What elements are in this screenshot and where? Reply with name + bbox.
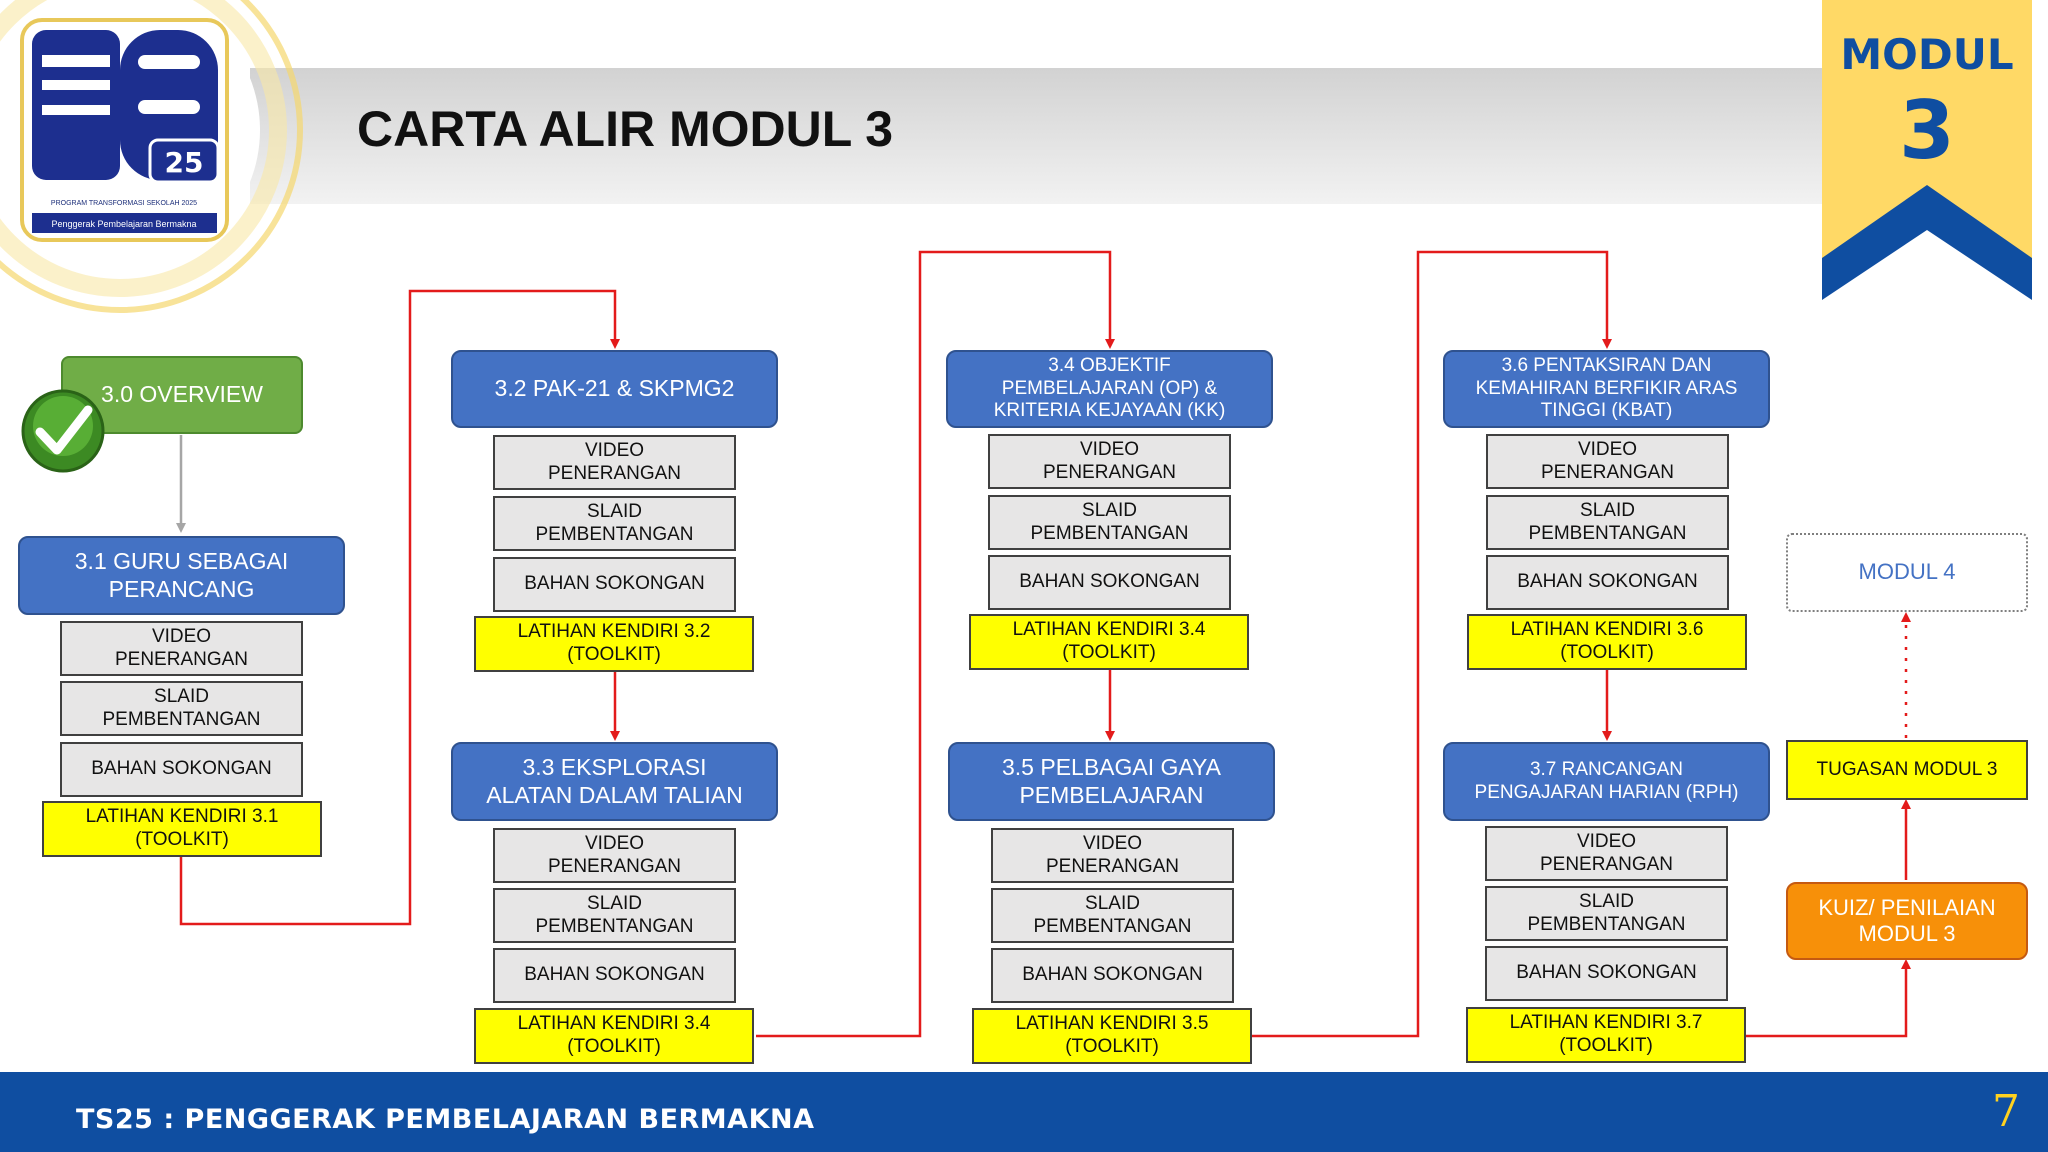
- node-3-3[interactable]: 3.3 EKSPLORASI ALATAN DALAM TALIAN: [451, 742, 778, 821]
- col3-latihan-2[interactable]: LATIHAN KENDIRI 3.5 (TOOLKIT): [972, 1008, 1252, 1064]
- col3-latihan[interactable]: LATIHAN KENDIRI 3.4 (TOOLKIT): [969, 614, 1249, 670]
- col4-slaid-2[interactable]: SLAID PEMBENTANGAN: [1485, 886, 1728, 941]
- col2-video-2[interactable]: VIDEO PENERANGAN: [493, 828, 736, 883]
- node-3-6[interactable]: 3.6 PENTAKSIRAN DAN KEMAHIRAN BERFIKIR A…: [1443, 350, 1770, 428]
- node-tugasan[interactable]: TUGASAN MODUL 3: [1786, 740, 2028, 800]
- col2-latihan-2[interactable]: LATIHAN KENDIRI 3.4 (TOOLKIT): [474, 1008, 754, 1064]
- col2-slaid-2[interactable]: SLAID PEMBENTANGAN: [493, 888, 736, 943]
- col4-latihan-2[interactable]: LATIHAN KENDIRI 3.7 (TOOLKIT): [1466, 1007, 1746, 1063]
- col3-slaid-2[interactable]: SLAID PEMBENTANGAN: [991, 888, 1234, 943]
- title-bar: [250, 68, 1825, 204]
- badge-label: MODUL: [1840, 30, 2014, 79]
- ts25-logo: 25 PROGRAM TRANSFORMASI SEKOLAH 2025 Pen…: [0, 0, 303, 313]
- col2-video[interactable]: VIDEO PENERANGAN: [493, 435, 736, 490]
- col1-latihan[interactable]: LATIHAN KENDIRI 3.1 (TOOLKIT): [42, 801, 322, 857]
- col4-slaid[interactable]: SLAID PEMBENTANGAN: [1486, 495, 1729, 550]
- footer-tagline: TS25 : PENGGERAK PEMBELAJARAN BERMAKNA: [76, 1104, 815, 1135]
- col1-bahan[interactable]: BAHAN SOKONGAN: [60, 742, 303, 797]
- col2-latihan[interactable]: LATIHAN KENDIRI 3.2 (TOOLKIT): [474, 616, 754, 672]
- col4-latihan[interactable]: LATIHAN KENDIRI 3.6 (TOOLKIT): [1467, 614, 1747, 670]
- node-3-1[interactable]: 3.1 GURU SEBAGAI PERANCANG: [18, 536, 345, 615]
- col3-video[interactable]: VIDEO PENERANGAN: [988, 434, 1231, 489]
- arrow-33-to-34: [756, 250, 1115, 1038]
- badge-number: 3: [1899, 84, 1955, 177]
- col3-slaid[interactable]: SLAID PEMBENTANGAN: [988, 495, 1231, 550]
- node-3-7[interactable]: 3.7 RANCANGAN PENGAJARAN HARIAN (RPH): [1443, 742, 1770, 821]
- col1-video[interactable]: VIDEO PENERANGAN: [60, 621, 303, 676]
- footer-bar: [0, 1072, 2048, 1152]
- node-3-5[interactable]: 3.5 PELBAGAI GAYA PEMBELAJARAN: [948, 742, 1275, 821]
- col4-bahan-2[interactable]: BAHAN SOKONGAN: [1485, 946, 1728, 1001]
- col3-bahan[interactable]: BAHAN SOKONGAN: [988, 555, 1231, 610]
- node-3-4[interactable]: 3.4 OBJEKTIF PEMBELAJARAN (OP) & KRITERI…: [946, 350, 1273, 428]
- arrow-31-to-32: [179, 289, 620, 926]
- node-modul-4[interactable]: MODUL 4: [1786, 533, 2028, 612]
- arrow-35-to-36: [1252, 250, 1612, 1038]
- col2-slaid[interactable]: SLAID PEMBENTANGAN: [493, 496, 736, 551]
- col4-video-2[interactable]: VIDEO PENERANGAN: [1485, 826, 1728, 881]
- node-3-2[interactable]: 3.2 PAK-21 & SKPMG2: [451, 350, 778, 428]
- node-kuiz[interactable]: KUIZ/ PENILAIAN MODUL 3: [1786, 882, 2028, 960]
- logo-tagline: Penggerak Pembelajaran Bermakna: [51, 219, 196, 229]
- col3-bahan-2[interactable]: BAHAN SOKONGAN: [991, 948, 1234, 1003]
- page-title: CARTA ALIR MODUL 3: [357, 101, 894, 157]
- col2-bahan-2[interactable]: BAHAN SOKONGAN: [493, 948, 736, 1003]
- logo-caption: PROGRAM TRANSFORMASI SEKOLAH 2025: [51, 200, 197, 207]
- col2-bahan[interactable]: BAHAN SOKONGAN: [493, 557, 736, 612]
- page-number: 7: [1992, 1086, 2020, 1137]
- check-icon: [21, 389, 105, 473]
- col3-video-2[interactable]: VIDEO PENERANGAN: [991, 828, 1234, 883]
- col4-video[interactable]: VIDEO PENERANGAN: [1486, 434, 1729, 489]
- logo-number: 25: [165, 146, 204, 179]
- col4-bahan[interactable]: BAHAN SOKONGAN: [1486, 555, 1729, 610]
- col1-slaid[interactable]: SLAID PEMBENTANGAN: [60, 681, 303, 736]
- modul-badge: [1822, 0, 2032, 300]
- arrow-37-to-kuiz: [1745, 959, 1911, 1038]
